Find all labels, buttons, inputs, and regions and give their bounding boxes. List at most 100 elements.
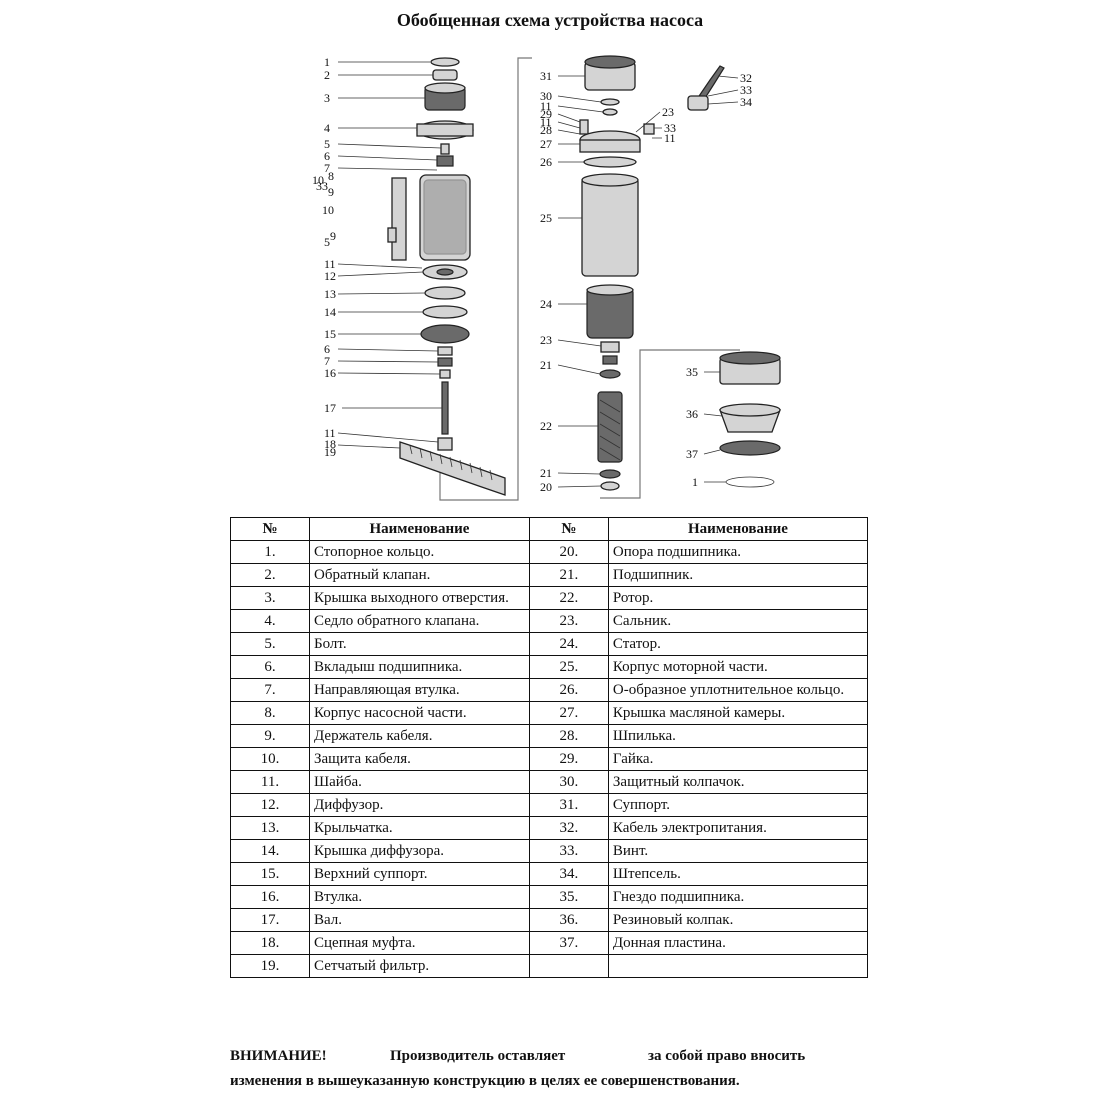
callout-label: 19: [324, 445, 336, 459]
leader-lines: [337, 61, 442, 449]
pump-exploded-diagram: 1 2 3 4 5 6 7 8 10 33 9 10 9 5 11 12 13 …: [312, 55, 781, 501]
part-number: [528, 954, 609, 978]
part-number: 13.: [230, 816, 310, 840]
callout-label: 9: [330, 229, 336, 243]
callout-label: 17: [324, 401, 336, 415]
table-row: 7.Направляющая втулка.26.О-образное упло…: [230, 678, 869, 702]
callout-label: 30: [540, 89, 552, 103]
part-number: 32.: [528, 816, 609, 840]
callout-label: 31: [540, 69, 552, 83]
callout-label: 20: [540, 480, 552, 494]
left-labels: 1 2 3 4 5 6 7 8 10 33 9 10 9 5 11 12 13 …: [312, 55, 442, 459]
part-name: Обратный клапан.: [309, 563, 530, 587]
part-name: Подшипник.: [607, 563, 869, 587]
part-number: 24.: [528, 632, 609, 656]
part-name: Вкладыш подшипника.: [309, 655, 530, 679]
callout-label: 16: [324, 366, 336, 380]
table-row: 15.Верхний суппорт.34.Штепсель.: [230, 862, 869, 886]
part-number: 4.: [230, 609, 310, 633]
callout-label: 7: [324, 354, 330, 368]
callout-label: 32: [740, 71, 752, 85]
callout-label: 11: [664, 131, 676, 145]
callout-label: 36: [686, 407, 698, 421]
part-name: Втулка.: [309, 885, 530, 909]
part-number: 25.: [528, 655, 609, 679]
part-number: 15.: [230, 862, 310, 886]
sleeve-part: [439, 369, 451, 379]
part-number: 8.: [230, 701, 310, 725]
callout-label: 11: [540, 99, 552, 113]
column-header-name: Наименование: [309, 517, 530, 541]
warning-label: ВНИМАНИЕ!: [230, 1048, 327, 1064]
table-row: 18.Сцепная муфта.37.Донная пластина.: [230, 931, 869, 955]
bolt-part: [440, 143, 450, 155]
callout-label: 6: [324, 342, 330, 356]
part-name: Гнездо подшипника.: [607, 885, 869, 909]
bottom-plate-part: [719, 440, 781, 456]
table-header-row: № Наименование № Наименование: [230, 517, 869, 541]
o-ring-part: [583, 156, 637, 168]
part-name: Ротор.: [607, 586, 869, 610]
part-number: 14.: [230, 839, 310, 863]
part-number: 27.: [528, 701, 609, 725]
callout-label: 4: [324, 121, 330, 135]
gland-part: [643, 123, 655, 135]
leader-lines: [635, 75, 739, 139]
part-number: 34.: [528, 862, 609, 886]
part-name: Крышка диффузора.: [309, 839, 530, 863]
part-number: 36.: [528, 908, 609, 932]
part-name: Направляющая втулка.: [309, 678, 530, 702]
upper-support-part: [420, 324, 470, 344]
part-name: Шайба.: [309, 770, 530, 794]
callout-label: 11: [324, 426, 336, 440]
column-header-number: №: [528, 517, 609, 541]
table-row: 16.Втулка.35.Гнездо подшипника.: [230, 885, 869, 909]
part-number: 18.: [230, 931, 310, 955]
part-name: Сетчатый фильтр.: [309, 954, 530, 978]
part-number: 26.: [528, 678, 609, 702]
callout-label: 33: [664, 121, 676, 135]
table-row: 3.Крышка выходного отверстия.22.Ротор.: [230, 586, 869, 610]
part-name: Диффузор.: [309, 793, 530, 817]
callout-label: 22: [540, 419, 552, 433]
callout-label: 6: [324, 149, 330, 163]
callout-label: 25: [540, 211, 552, 225]
motor-housing-part: [581, 177, 639, 277]
column-header-name: Наименование: [607, 517, 869, 541]
part-name: Опора подшипника.: [607, 540, 869, 564]
callout-label: 11: [324, 257, 336, 271]
callout-label: 15: [324, 327, 336, 341]
callout-label: 33: [740, 83, 752, 97]
part-number: 33.: [528, 839, 609, 863]
leader-lines: [557, 75, 604, 488]
bearing-part: [599, 369, 621, 379]
part-number: 9.: [230, 724, 310, 748]
part-name: Стопорное кольцо.: [309, 540, 530, 564]
table-row: 11.Шайба.30.Защитный колпачок.: [230, 770, 869, 794]
callout-label: 5: [324, 137, 330, 151]
part-name: Резиновый колпак.: [607, 908, 869, 932]
coupling-part: [437, 437, 453, 451]
part-name: Верхний суппорт.: [309, 862, 530, 886]
table-row: 2.Обратный клапан.21.Подшипник.: [230, 563, 869, 587]
part-name: О-образное уплотнительное кольцо.: [607, 678, 869, 702]
parts-table: № Наименование № Наименование 1.Стопорно…: [230, 517, 869, 978]
part-name: Статор.: [607, 632, 869, 656]
part-name: Болт.: [309, 632, 530, 656]
part-number: 37.: [528, 931, 609, 955]
warning-text: за собой право вносить: [648, 1048, 806, 1064]
part-name: Штепсель.: [607, 862, 869, 886]
table-row: 9.Держатель кабеля.28.Шпилька.: [230, 724, 869, 748]
part-number: 12.: [230, 793, 310, 817]
callout-label: 28: [540, 123, 552, 137]
pump-section: [387, 57, 506, 496]
callout-label: 37: [686, 447, 698, 461]
part-number: 22.: [528, 586, 609, 610]
part-name: Крышка выходного отверстия.: [309, 586, 530, 610]
callout-label: 1: [324, 55, 330, 69]
part-number: 7.: [230, 678, 310, 702]
parts-table-body: 1.Стопорное кольцо.20.Опора подшипника.2…: [230, 540, 869, 978]
table-row: 1.Стопорное кольцо.20.Опора подшипника.: [230, 540, 869, 564]
part-number: 17.: [230, 908, 310, 932]
